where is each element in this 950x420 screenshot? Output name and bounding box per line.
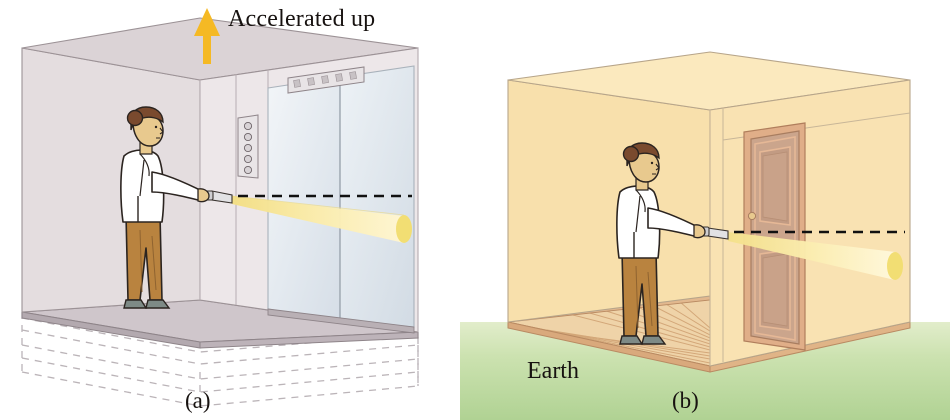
acceleration-arrow-up <box>194 8 220 64</box>
panel-b <box>460 51 950 420</box>
light-beam-b <box>728 232 903 280</box>
room-wall-left <box>507 79 711 323</box>
door-moulding-outer <box>754 136 796 341</box>
door-panel-lower-inner <box>762 253 788 327</box>
elevator-door-sill <box>267 308 415 334</box>
elevator-button-panel[interactable] <box>237 114 259 179</box>
room-wall-right <box>709 79 911 367</box>
panel-a-caption: (a) <box>185 388 211 413</box>
elevator-floor-edge-right <box>199 331 419 349</box>
earth-label: Earth <box>527 358 579 384</box>
floor-indicator-panel <box>287 66 365 94</box>
beam-end-spot-a <box>396 215 412 243</box>
light-beam-a <box>231 195 412 243</box>
door-panel-upper-inner <box>762 151 788 222</box>
panel-b-caption: (b) <box>672 388 699 413</box>
doorknob[interactable] <box>747 211 757 221</box>
person-a <box>120 106 210 309</box>
beam-end-spot-b <box>887 252 903 280</box>
person-b <box>616 142 706 345</box>
panel-a <box>21 8 419 407</box>
earth-ground-upper <box>860 322 950 420</box>
elevator-door-left[interactable] <box>267 76 341 322</box>
elevator-buttons[interactable] <box>243 121 253 175</box>
accelerated-up-label: Accelerated up <box>228 6 376 32</box>
